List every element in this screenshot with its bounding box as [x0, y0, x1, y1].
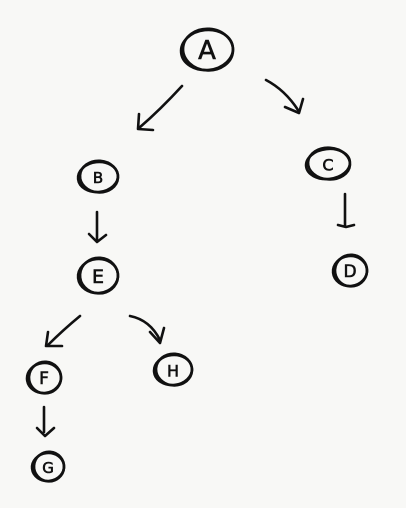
arrowhead-icon — [283, 97, 305, 115]
node-a: A — [179, 27, 235, 72]
node-d: D — [331, 253, 369, 288]
node-outline-sketch — [78, 159, 120, 194]
nodes-layer: A B C D E F G H — [25, 27, 369, 483]
arrowhead-icon — [44, 330, 64, 348]
node-outline-sketch — [27, 360, 63, 395]
node-e: E — [76, 256, 120, 295]
arrowhead-icon — [336, 223, 356, 229]
edge-line — [137, 84, 184, 130]
node-f: F — [25, 360, 63, 395]
node-outline-sketch — [306, 146, 352, 181]
node-h: H — [152, 352, 194, 387]
node-label: C — [322, 156, 333, 175]
node-label: H — [167, 362, 179, 381]
node-outline-sketch — [32, 450, 66, 483]
node-label: A — [198, 36, 216, 66]
node-outline-sketch — [78, 256, 120, 295]
node-label: E — [92, 266, 104, 288]
node-g: G — [30, 450, 66, 483]
edge-e-h — [128, 314, 166, 345]
arrowhead-icon — [148, 326, 166, 345]
edge-line — [46, 314, 82, 347]
node-outline-sketch — [154, 352, 194, 387]
edge-line — [128, 314, 162, 342]
node-c: C — [304, 146, 352, 181]
edge-a-b — [136, 84, 184, 132]
edges-layer — [35, 78, 356, 438]
edge-a-c — [264, 78, 305, 115]
node-outline-sketch — [333, 253, 369, 288]
node-label: D — [343, 262, 356, 282]
node-label: F — [39, 369, 49, 389]
edge-f-g — [35, 405, 56, 438]
arrowhead-icon — [136, 112, 155, 132]
node-label: B — [93, 169, 103, 187]
node-b: B — [76, 159, 120, 194]
edge-line — [264, 78, 300, 112]
edge-b-e — [87, 210, 108, 244]
node-outline-sketch — [181, 27, 235, 72]
arrowhead-icon — [87, 232, 108, 244]
arrowhead-icon — [35, 426, 56, 438]
node-label: G — [42, 459, 54, 477]
edge-e-f — [44, 314, 82, 348]
edge-c-d — [336, 192, 356, 229]
